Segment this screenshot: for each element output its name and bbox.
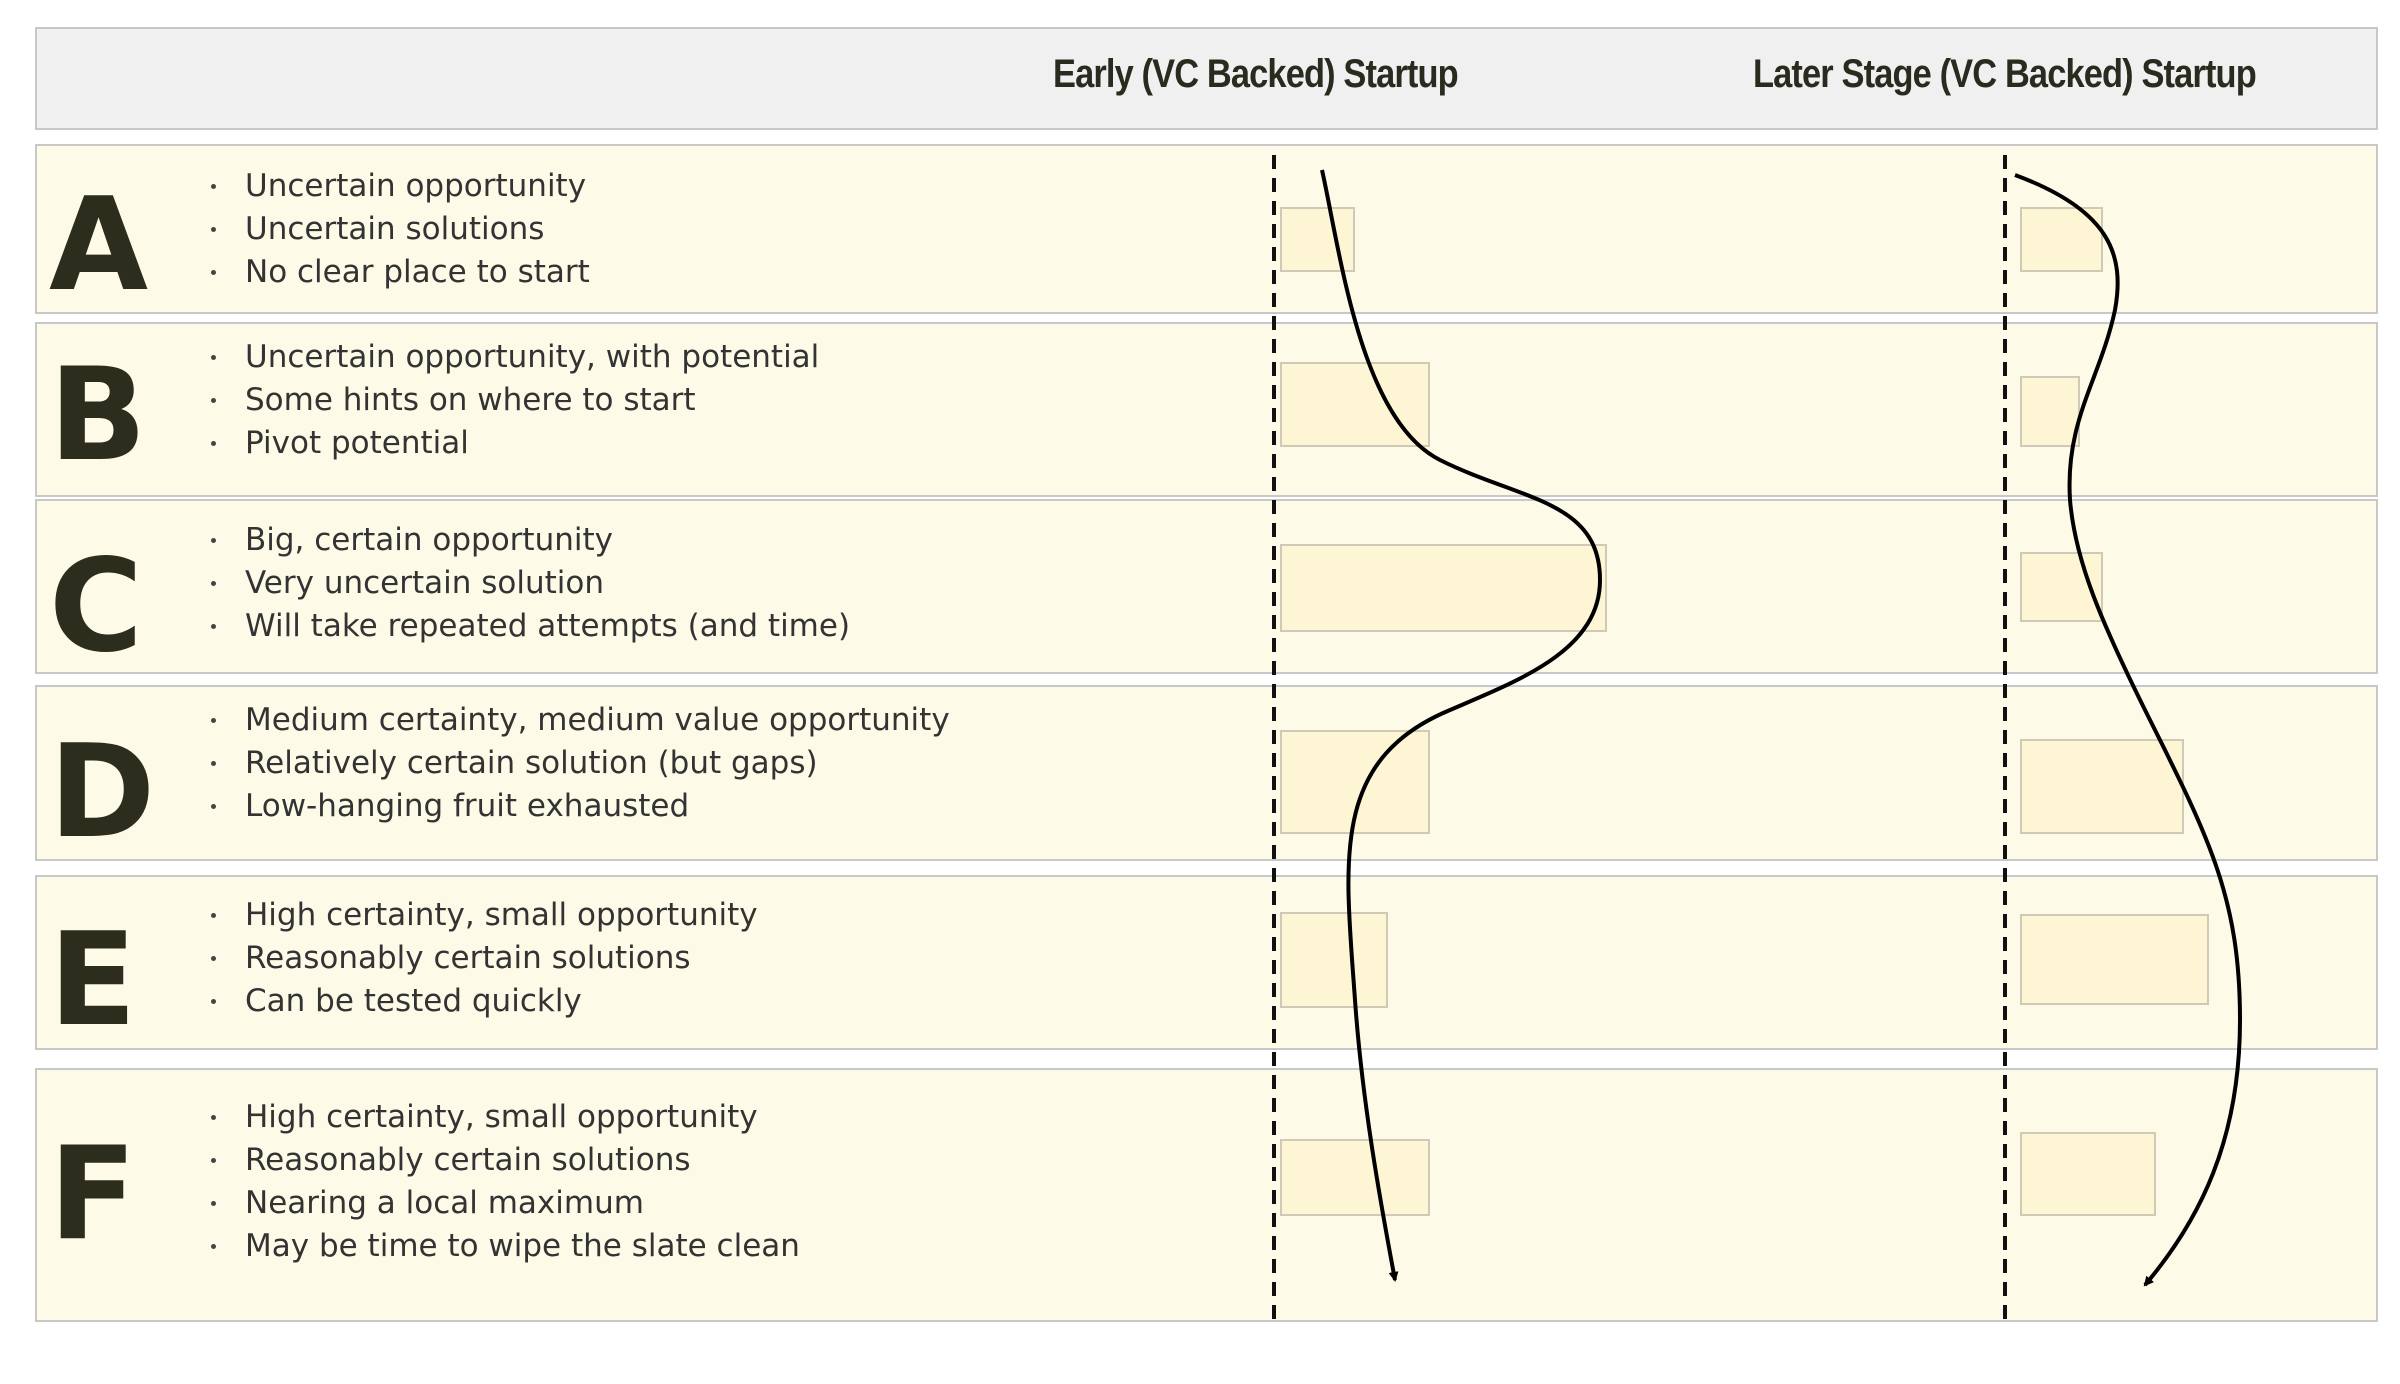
early-startup-column-title: Early (VC Backed) Startup [1053, 52, 1459, 96]
bullet-item: Uncertain opportunity, with potential [207, 336, 819, 379]
bullet-item: May be time to wipe the slate clean [207, 1225, 800, 1268]
stage-letter: F [49, 1120, 137, 1269]
bullet-item: Reasonably certain solutions [207, 1139, 800, 1182]
bullet-item: High certainty, small opportunity [207, 1096, 800, 1139]
stage-letter: B [49, 341, 147, 490]
early-level-bar [1280, 730, 1430, 834]
bullet-item: Uncertain opportunity [207, 165, 590, 208]
bullet-item: Nearing a local maximum [207, 1182, 800, 1225]
later-level-bar [2020, 1132, 2156, 1216]
stage-letter: E [49, 906, 137, 1055]
bullet-item: Relatively certain solution (but gaps) [207, 742, 950, 785]
early-level-bar [1280, 912, 1388, 1008]
stage-letter: A [49, 171, 149, 320]
bullet-item: No clear place to start [207, 251, 590, 294]
column-header-band [35, 27, 2378, 130]
stage-letter: C [49, 532, 143, 681]
bullet-item: Low-hanging fruit exhausted [207, 785, 950, 828]
bullet-item: Medium certainty, medium value opportuni… [207, 699, 950, 742]
later-flow-curve [2014, 173, 2243, 1287]
later-level-bar [2020, 739, 2184, 834]
stage-letter: D [49, 718, 156, 867]
bullet-item: Pivot potential [207, 422, 819, 465]
later-level-bar [2020, 914, 2209, 1005]
early-level-bar [1280, 544, 1607, 632]
bullet-item: Can be tested quickly [207, 980, 758, 1023]
bullet-item: Reasonably certain solutions [207, 937, 758, 980]
early-level-bar [1280, 1139, 1430, 1216]
bullet-item: High certainty, small opportunity [207, 894, 758, 937]
bullet-item: Big, certain opportunity [207, 519, 850, 562]
later-startup-column-title: Later Stage (VC Backed) Startup [1753, 52, 2257, 96]
bullet-item: Very uncertain solution [207, 562, 850, 605]
early-flow-curve [1320, 169, 1603, 1282]
bullet-item: Will take repeated attempts (and time) [207, 605, 850, 648]
bullet-item: Some hints on where to start [207, 379, 819, 422]
later-level-bar [2020, 376, 2080, 447]
stage-bullet-list: Medium certainty, medium value opportuni… [207, 699, 950, 828]
bullet-item: Uncertain solutions [207, 208, 590, 251]
